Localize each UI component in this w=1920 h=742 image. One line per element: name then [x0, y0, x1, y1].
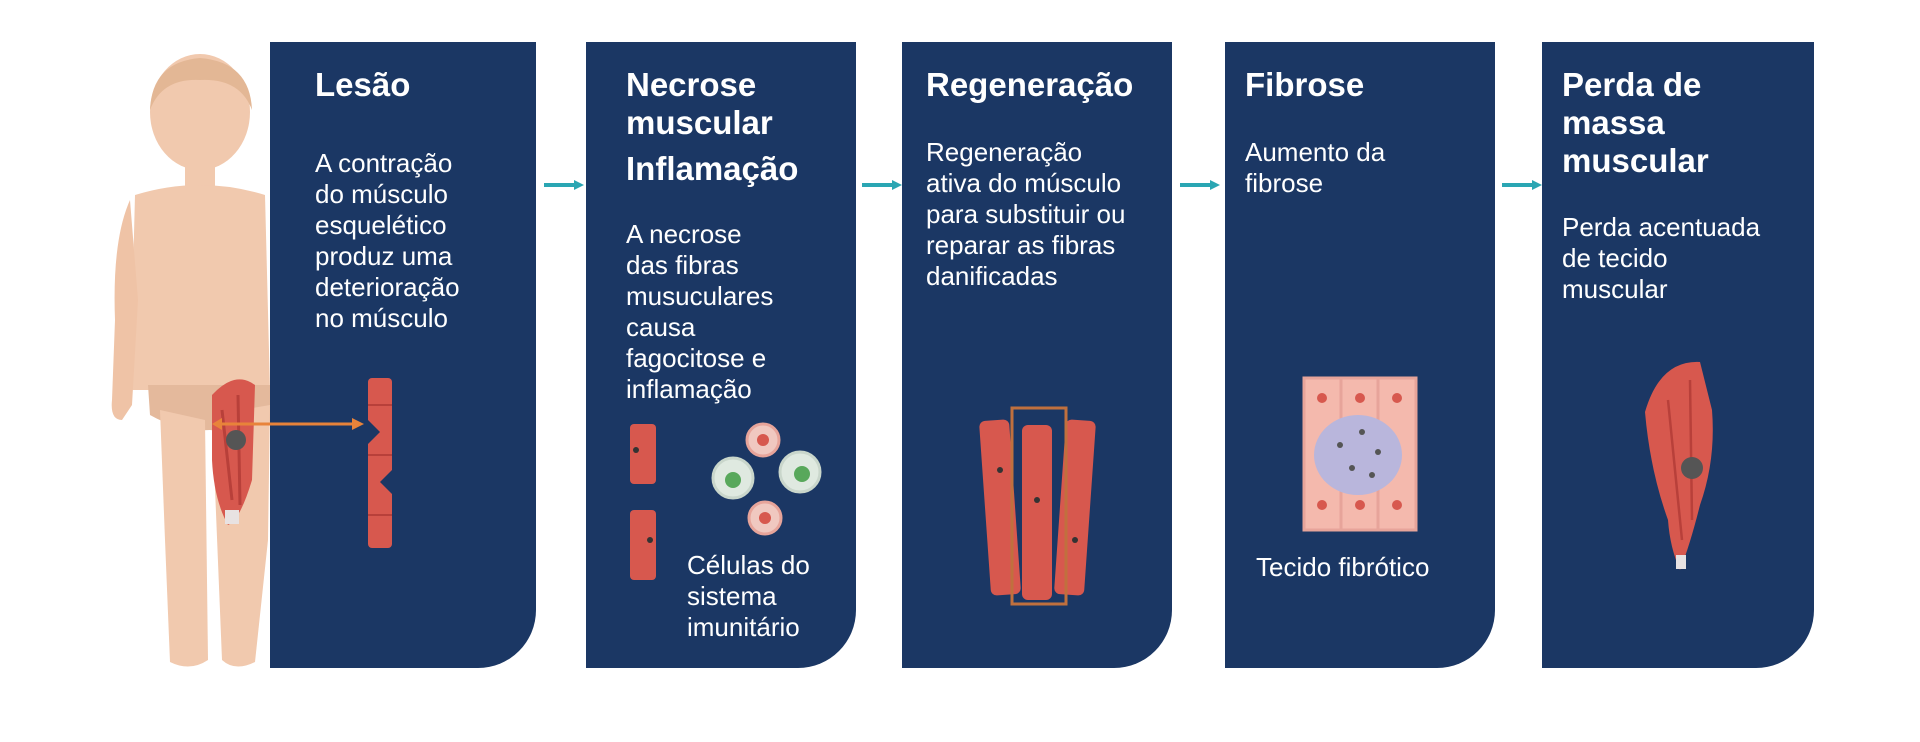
body-line: para substituir ou: [926, 199, 1126, 229]
body-line: das fibras: [626, 250, 739, 280]
title-line: Regeneração: [926, 66, 1134, 103]
body-line: produz uma: [315, 241, 453, 271]
caption-line: Células do: [687, 550, 810, 580]
title-line: muscular: [626, 104, 773, 141]
child-figure-icon: [111, 54, 275, 667]
stage-title: Regeneração: [926, 66, 1133, 104]
stage-title: Fibrose: [1245, 66, 1364, 104]
regenerating-fibers-icon: [979, 406, 1096, 606]
stage-fibrose: Fibrose Aumento da fibrose: [1225, 42, 1495, 668]
atrophied-muscle-icon: [1645, 361, 1713, 570]
caption-line: sistema: [687, 581, 777, 611]
body-line: de tecido: [1562, 243, 1668, 273]
body-line: Aumento da: [1245, 137, 1386, 167]
body-line: A necrose: [626, 219, 742, 249]
stage-title: Perda de massa muscular: [1562, 66, 1709, 180]
immune-cells-caption: Células do sistema imunitário: [687, 550, 810, 643]
immune-cell-icon: [711, 422, 822, 536]
arrow-right-icon: [1502, 180, 1542, 190]
stage-title: Necrose muscular: [626, 66, 773, 142]
caption-line: Tecido fibrótico: [1256, 552, 1430, 582]
stage-description: A necrose das fibras musuculares causa f…: [626, 219, 773, 405]
body-line: deterioração: [315, 272, 460, 302]
body-line: musuculares: [626, 281, 774, 311]
body-line: ativa do músculo: [926, 168, 1122, 198]
body-line: inflamação: [626, 374, 752, 404]
injury-pointer-icon: [212, 418, 364, 430]
body-line: A contração: [315, 148, 453, 178]
body-line: no músculo: [315, 303, 448, 333]
title-line: Perda de: [1562, 66, 1702, 103]
stage-description: Regeneração ativa do músculo para substi…: [926, 137, 1125, 292]
muscle-fiber-icon: [368, 378, 392, 548]
subtitle-text: Inflamação: [626, 150, 799, 187]
arrow-right-icon: [1180, 180, 1220, 190]
stage-title: Lesão: [315, 66, 410, 104]
title-line: muscular: [1562, 142, 1709, 179]
body-line: muscular: [1562, 274, 1668, 304]
body-line: esquelético: [315, 210, 447, 240]
arrow-right-icon: [544, 180, 584, 190]
body-line: danificadas: [926, 261, 1058, 291]
body-line: causa: [626, 312, 696, 342]
title-line: massa: [1562, 104, 1665, 141]
title-line: Necrose: [626, 66, 757, 103]
caption-line: imunitário: [687, 612, 800, 642]
stage-description: Aumento da fibrose: [1245, 137, 1385, 199]
arrow-right-icon: [862, 180, 902, 190]
muscle-fiber-icon: [630, 424, 656, 580]
body-line: Regeneração: [926, 137, 1083, 167]
stage-description: Perda acentuada de tecido muscular: [1562, 212, 1760, 305]
body-line: reparar as fibras: [926, 230, 1116, 260]
fibrotic-tissue-caption: Tecido fibrótico: [1256, 552, 1429, 583]
fibrosis-tissue-icon: [1302, 376, 1418, 532]
body-line: Perda acentuada: [1562, 212, 1761, 242]
body-line: fibrose: [1245, 168, 1324, 198]
stage-lesao: Lesão A contração do músculo esquelético…: [270, 42, 536, 668]
stage-description: A contração do músculo esquelético produ…: [315, 148, 460, 334]
title-line: Lesão: [315, 66, 411, 103]
body-line: do músculo: [315, 179, 448, 209]
body-line: fagocitose e: [626, 343, 767, 373]
stage-subtitle: Inflamação: [626, 150, 798, 188]
title-line: Fibrose: [1245, 66, 1365, 103]
